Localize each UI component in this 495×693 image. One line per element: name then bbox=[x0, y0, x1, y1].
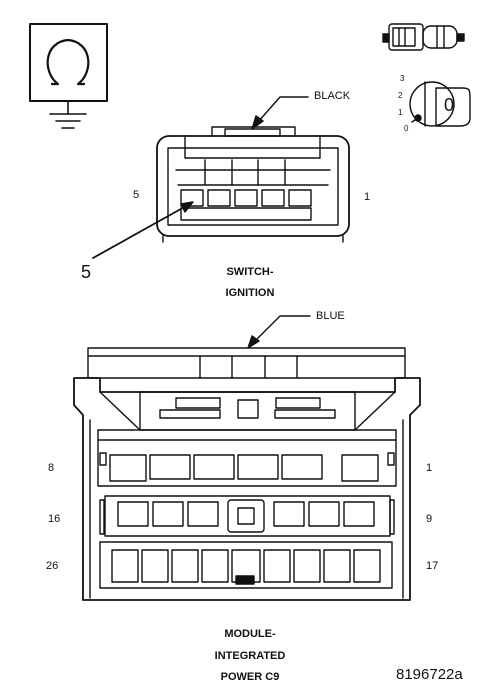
module-row2-left-label: 16 bbox=[48, 513, 61, 525]
switch-ignition-connector bbox=[156, 126, 350, 243]
figure-id: 8196722a bbox=[396, 666, 463, 683]
module-row1-right-label: 1 bbox=[426, 462, 433, 474]
module-caption-line3: POWER C9 bbox=[220, 671, 280, 683]
module-wire-color-label: BLUE bbox=[316, 310, 345, 322]
switch-wire-color-label: BLACK bbox=[314, 90, 351, 102]
module-row2-right-label: 9 bbox=[426, 513, 433, 525]
module-row3-right-label: 17 bbox=[426, 560, 439, 572]
module-caption-line2: INTEGRATED bbox=[214, 650, 286, 662]
ground-symbol-icon bbox=[29, 23, 108, 129]
switch-caption-line2: IGNITION bbox=[225, 287, 275, 299]
key-position-0: 0 bbox=[404, 124, 409, 133]
module-row3-left-label: 26 bbox=[46, 560, 59, 572]
module-integrated-power-connector bbox=[73, 347, 421, 601]
switch-caption-line1: SWITCH- bbox=[226, 266, 274, 278]
key-position-1: 1 bbox=[398, 108, 403, 117]
fuse-icon bbox=[382, 23, 465, 51]
module-row1-left-label: 8 bbox=[48, 462, 55, 474]
ignition-key-icon bbox=[409, 81, 471, 127]
key-face-label: 0 bbox=[444, 95, 455, 115]
switch-pin-right-label: 1 bbox=[364, 191, 371, 203]
key-position-2: 2 bbox=[398, 91, 403, 100]
callout-number: 5 bbox=[81, 262, 92, 282]
key-position-3: 3 bbox=[400, 74, 405, 83]
switch-pin-left-label: 5 bbox=[133, 189, 140, 201]
module-caption-line1: MODULE- bbox=[224, 628, 276, 640]
